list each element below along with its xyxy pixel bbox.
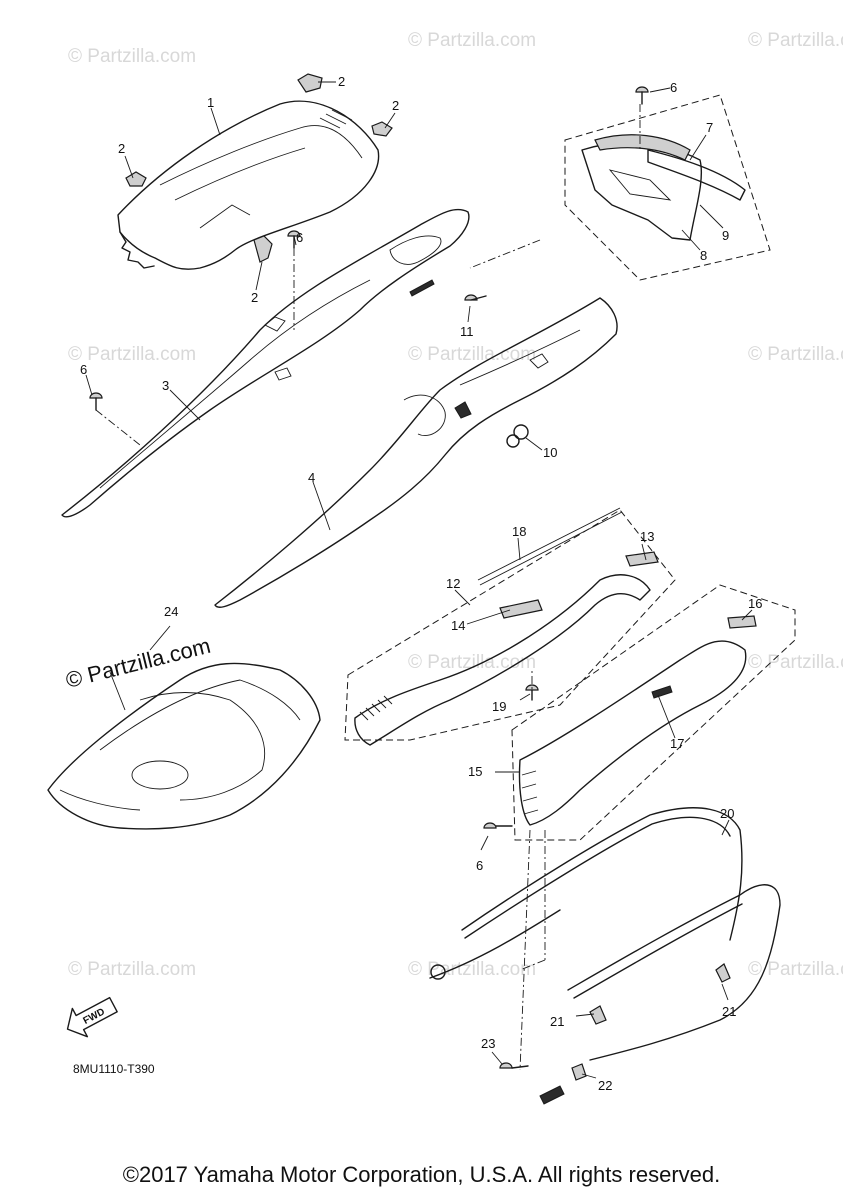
watermark: © Partzilla.com (748, 959, 843, 980)
part-10-grommet (506, 424, 529, 448)
callout: 1 (207, 95, 214, 110)
callout: 15 (468, 764, 482, 779)
fwd-arrow-icon: FWD (66, 996, 118, 1038)
watermark: © Partzilla.com (68, 959, 196, 980)
watermark: © Partzilla.com (68, 344, 196, 365)
callout: 19 (492, 699, 506, 714)
callout: 13 (640, 529, 654, 544)
callout: 24 (164, 604, 178, 619)
watermark: © Partzilla.com (748, 344, 843, 365)
callout: 20 (720, 806, 734, 821)
callout-numbers: 1 2 2 2 2 3 4 6 6 6 6 6 7 8 9 10 11 12 1… (80, 74, 762, 1093)
watermark: © Partzilla.com (748, 652, 843, 673)
fasteners (89, 86, 649, 1069)
callout: 12 (446, 576, 460, 591)
callout: 23 (481, 1036, 495, 1051)
callout: 2 (338, 74, 345, 89)
callout: 8 (700, 248, 707, 263)
watermark: © Partzilla.com (408, 344, 536, 365)
callout: 21 (722, 1004, 736, 1019)
callout: 18 (512, 524, 526, 539)
callout: 21 (550, 1014, 564, 1029)
part-1-seat-cover (117, 100, 380, 270)
leader-lines (85, 81, 753, 1079)
watermark-layer: © Partzilla.com © Partzilla.com © Partzi… (63, 30, 843, 980)
part-2-clips (125, 73, 393, 263)
watermark: © Partzilla.com (68, 46, 196, 67)
part-12-13-14-assembly (344, 507, 676, 746)
callout: 3 (162, 378, 169, 393)
diagram-code: 8MU1110-T390 (73, 1062, 155, 1076)
watermark: © Partzilla.com (408, 652, 536, 673)
callout: 16 (748, 596, 762, 611)
watermark: © Partzilla.com (408, 959, 536, 980)
callout: 6 (670, 80, 677, 95)
part-15-16-17-assembly (511, 584, 796, 841)
copyright-notice: ©2017 Yamaha Motor Corporation, U.S.A. A… (122, 1162, 721, 1187)
part-4-side-cover-right (214, 297, 618, 608)
part-7-8-9-assembly (564, 94, 771, 281)
watermark: © Partzilla.com (748, 30, 843, 51)
callout: 22 (598, 1078, 612, 1093)
callout: 11 (460, 324, 474, 339)
callout: 7 (706, 120, 713, 135)
callout: 9 (722, 228, 729, 243)
callout: 2 (118, 141, 125, 156)
part-21-22-clips (539, 963, 731, 1105)
callout: 14 (451, 618, 465, 633)
watermark: © Partzilla.com (408, 30, 536, 51)
callout: 17 (670, 736, 684, 751)
part-20-guard-tube (429, 807, 781, 1061)
watermark-large: © Partzilla.com (63, 633, 213, 693)
callout: 2 (392, 98, 399, 113)
callout: 10 (543, 445, 557, 460)
callout: 6 (296, 230, 303, 245)
callout: 2 (251, 290, 258, 305)
part-24-storage-tray (47, 662, 321, 830)
callout: 6 (476, 858, 483, 873)
part-3-side-cover-left (61, 208, 470, 518)
callout: 4 (308, 470, 315, 485)
callout: 6 (80, 362, 87, 377)
